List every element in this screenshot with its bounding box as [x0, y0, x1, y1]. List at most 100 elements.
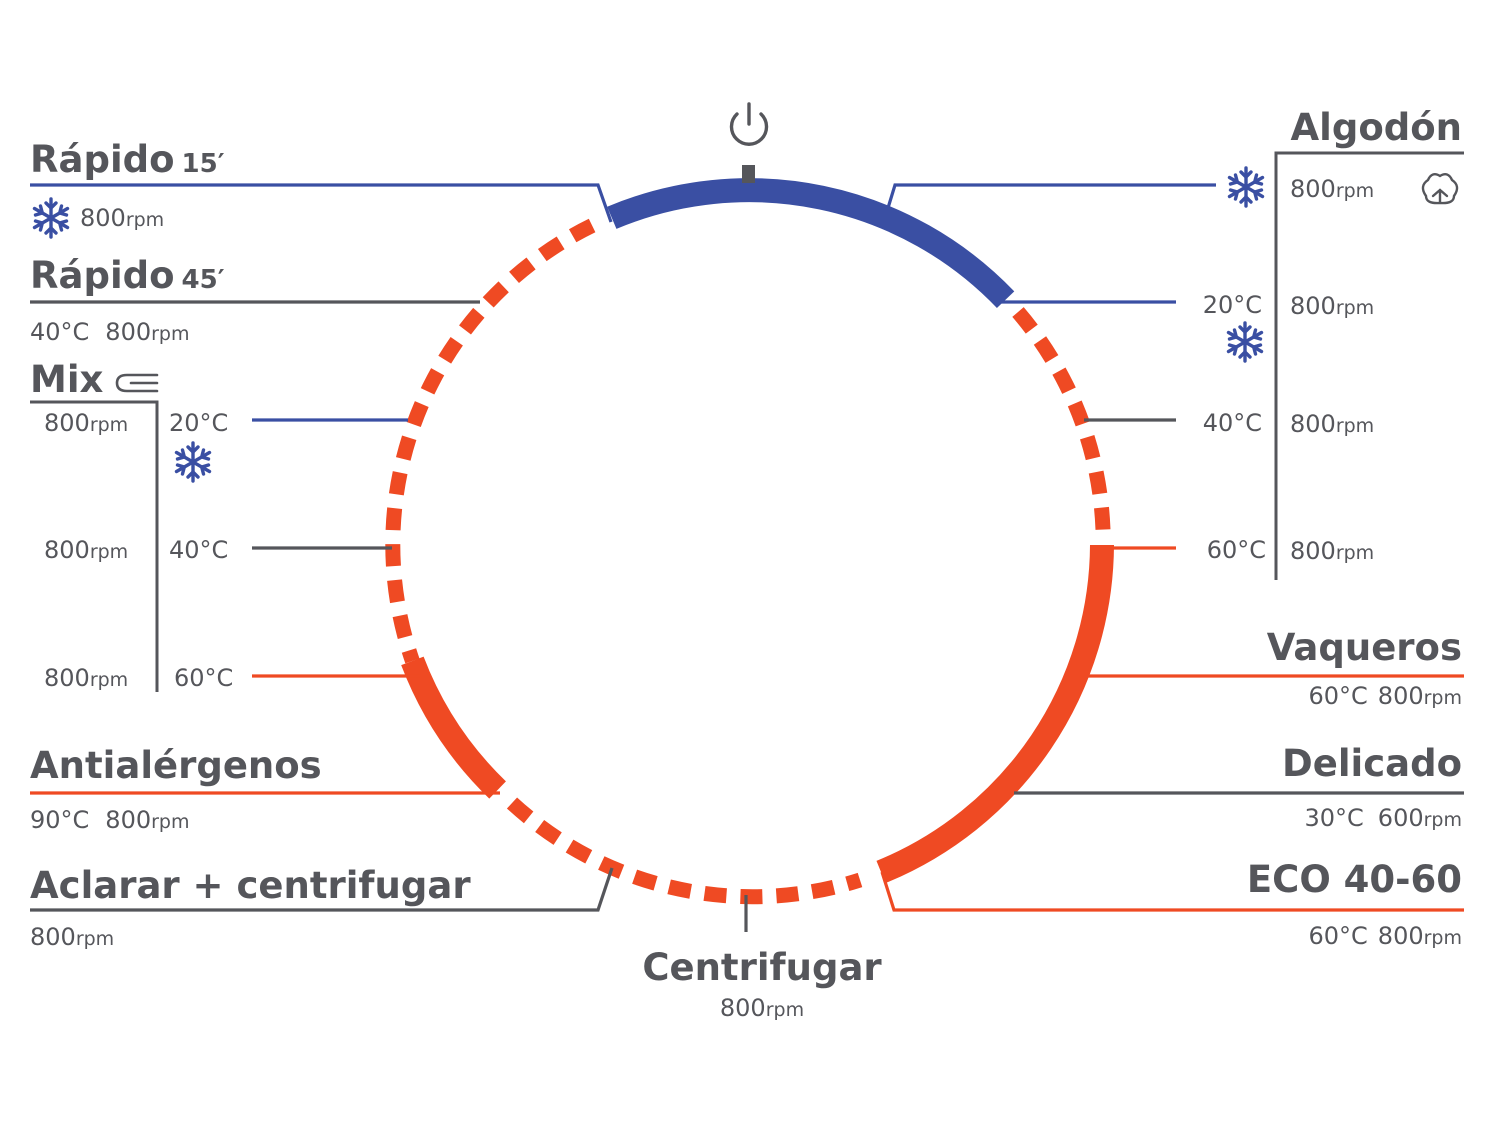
leader-eco [880, 871, 1464, 912]
svg-text:800rpm: 800rpm [44, 664, 128, 692]
dial-arc-dashed-left [385, 218, 596, 664]
rpm-value: 800 [1378, 922, 1424, 950]
svg-text:800rpm: 800rpm [720, 994, 804, 1022]
rpm-unit: rpm [90, 669, 128, 691]
temperature-value: 60°C [1207, 536, 1266, 564]
rpm-value: 800 [30, 923, 76, 951]
rpm-unit: rpm [1424, 809, 1462, 831]
program-title-antialergenos: Antialérgenos [30, 744, 322, 787]
svg-text:800rpm: 800rpm [80, 204, 164, 232]
program-algodon[interactable]: Algodón 800rpm 20°C 800rpm 40°C 800rpm 6… [886, 106, 1464, 580]
temperature-value: 40°C [1203, 409, 1262, 437]
svg-text:800rpm: 800rpm [30, 923, 114, 951]
dial-marker-top [742, 165, 755, 183]
rpm-unit: rpm [1424, 687, 1462, 709]
program-title-rapido-15: Rápido [30, 138, 175, 181]
dial-arc-dashed-bottom [506, 797, 863, 905]
snowflake-icon [174, 441, 212, 483]
svg-text:800rpm: 800rpm [1290, 292, 1374, 320]
svg-text:800rpm: 800rpm [1290, 410, 1374, 438]
rpm-unit: rpm [90, 414, 128, 436]
dial-ring[interactable] [385, 165, 1114, 905]
rpm-unit: rpm [126, 209, 164, 231]
rpm-unit: rpm [1336, 415, 1374, 437]
rpm-value: 800 [1290, 410, 1336, 438]
temperature-value: 60°C [1309, 922, 1368, 950]
program-title-centrifugar: Centrifugar [642, 946, 882, 989]
power-icon[interactable] [729, 102, 769, 146]
program-title-delicado: Delicado [1282, 742, 1462, 785]
rpm-value: 800 [1290, 292, 1336, 320]
program-antialergenos[interactable]: Antialérgenos 90°C 800rpm [30, 744, 500, 834]
program-mix[interactable]: Mix 800rpm 20°C 800rpm 40°C 800rpm 60°C [30, 358, 420, 692]
program-title-algodon: Algodón [1291, 106, 1462, 149]
rpm-value: 800 [1378, 682, 1424, 710]
mix-bracket [30, 400, 159, 692]
snowflake-icon [32, 197, 70, 239]
rpm-unit: rpm [1336, 297, 1374, 319]
temperature-value: 60°C [174, 664, 233, 692]
program-eco-40-60[interactable]: ECO 40-60 60°C 800rpm [880, 858, 1464, 950]
leader-algodon-cold [886, 183, 1216, 209]
program-duration-rapido-45: 45′ [182, 265, 225, 295]
program-title-rapido-45: Rápido [30, 254, 175, 297]
rpm-value: 600 [1378, 804, 1424, 832]
temperature-value: 20°C [169, 409, 228, 437]
temperature-value: 40°C [30, 318, 89, 346]
temperature-value: 40°C [169, 536, 228, 564]
temperature-value: 90°C [30, 806, 89, 834]
program-title-eco: ECO 40-60 [1247, 858, 1462, 901]
program-aclarar-centrifugar[interactable]: Aclarar + centrifugar 800rpm [30, 864, 614, 951]
dial-arc-blue-top [607, 178, 1015, 309]
program-vaqueros[interactable]: Vaqueros 60°C 800rpm [1088, 626, 1464, 710]
rpm-unit: rpm [1424, 927, 1462, 949]
rpm-value: 800 [44, 664, 90, 692]
program-title-vaqueros: Vaqueros [1267, 626, 1462, 669]
program-centrifugar[interactable]: Centrifugar 800rpm [642, 895, 882, 1022]
rpm-unit: rpm [76, 928, 114, 950]
cotton-icon [1421, 173, 1459, 205]
rpm-value: 800 [105, 318, 151, 346]
svg-text:800rpm: 800rpm [44, 409, 128, 437]
rpm-value: 800 [44, 409, 90, 437]
rpm-value: 800 [1290, 175, 1336, 203]
rpm-value: 800 [1290, 537, 1336, 565]
snowflake-icon [1227, 166, 1265, 208]
rpm-unit: rpm [90, 541, 128, 563]
rpm-value: 800 [105, 806, 151, 834]
algodon-bracket [1274, 151, 1464, 580]
svg-text:800rpm: 800rpm [44, 536, 128, 564]
temperature-value: 20°C [1203, 291, 1262, 319]
svg-text:800rpm: 800rpm [1290, 537, 1374, 565]
dial-arc-antialergenos [401, 656, 507, 799]
rpm-unit: rpm [766, 999, 804, 1021]
iron-icon [115, 373, 159, 393]
dial-arc-orange-right [876, 544, 1114, 884]
rpm-value: 800 [720, 994, 766, 1022]
program-title-aclarar: Aclarar + centrifugar [30, 864, 471, 907]
leader-rapido-15 [30, 183, 613, 223]
program-delicado[interactable]: Delicado 30°C 600rpm [1014, 742, 1464, 832]
rpm-value: 800 [80, 204, 126, 232]
program-title-mix: Mix [30, 358, 104, 401]
temperature-value: 60°C [1309, 682, 1368, 710]
snowflake-icon [1226, 321, 1264, 363]
rpm-value: 800 [44, 536, 90, 564]
rpm-unit: rpm [151, 811, 189, 833]
dial-arc-dashed-right [1012, 307, 1111, 531]
program-duration-rapido-15: 15′ [182, 149, 225, 179]
rpm-unit: rpm [1336, 542, 1374, 564]
rpm-unit: rpm [151, 323, 189, 345]
temperature-value: 30°C [1305, 804, 1364, 832]
svg-text:800rpm: 800rpm [1290, 175, 1374, 203]
